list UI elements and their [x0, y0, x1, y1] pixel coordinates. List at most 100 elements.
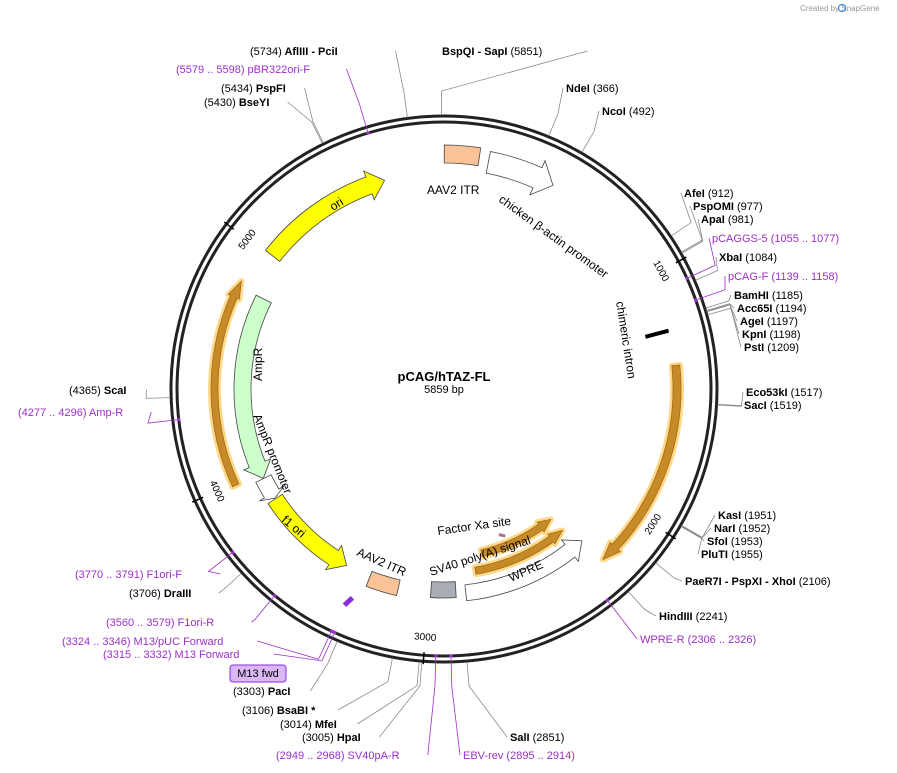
- leader-amp-r: [147, 411, 179, 424]
- tick-3000: [422, 652, 425, 665]
- site-label-afliii-pcii-part-0: (5734): [250, 46, 282, 58]
- site-label-eco53ki-part-0: Eco53kI: [746, 387, 788, 399]
- site-label-hpai: (3005) HpaI: [302, 732, 361, 744]
- site-label-wpre-r: WPRE-R (2306 .. 2326): [640, 634, 756, 646]
- feature-m13-fwd-feature: [342, 595, 355, 608]
- site-label-hpai-part-1: HpaI: [334, 732, 361, 744]
- leader-f1ori-r: [251, 595, 275, 623]
- leader-m13-forward: [273, 632, 336, 662]
- feature-label-chimeric-intron: chimeric intron: [613, 300, 639, 379]
- site-label-xbai-part-1: (1084): [742, 252, 777, 264]
- site-label-afliii-pcii: (5734) AflIII - PciI: [250, 46, 338, 58]
- site-label-pcag-f-part-1: (1139 .. 1158): [768, 271, 838, 283]
- leader-afliii-pcii: [395, 50, 408, 118]
- credit-text: Created by SnapGene: [800, 4, 880, 13]
- leader-xbai: [695, 256, 718, 281]
- site-label-psti-part-0: PstI: [744, 342, 764, 354]
- site-label-afliii-pcii-part-1: AflIII: [282, 46, 308, 58]
- site-label-sfoi-part-1: (1953): [728, 536, 763, 548]
- leader-bseyi: [287, 101, 323, 144]
- leader-bspqi-sapi: [441, 50, 588, 116]
- site-label-pcag-f-part-0: pCAG-F: [728, 271, 769, 283]
- tick-label-4000: 4000: [207, 479, 226, 504]
- site-label-pluti-part-0: PluTI: [701, 549, 728, 561]
- site-label-sali-part-1: (2851): [530, 732, 565, 744]
- feature-ori: [264, 170, 386, 262]
- tick-label-5000: 5000: [237, 227, 259, 252]
- leader-ebv-rev: [450, 655, 461, 756]
- site-label-pluti-part-1: (1955): [728, 549, 763, 561]
- site-label-sv40pa-r-part-0: (2949 .. 2968): [276, 750, 345, 762]
- site-label-agei-part-1: (1197): [764, 316, 798, 328]
- site-label-f1ori-f: (3770 .. 3791) F1ori-F: [75, 569, 182, 581]
- feature-sv40-polya: [430, 581, 457, 599]
- site-label-scai-part-1: ScaI: [101, 385, 127, 397]
- leader-apai: [681, 218, 704, 254]
- site-label-bamhi: BamHI (1185): [734, 290, 803, 302]
- site-label-psti: PstI (1209): [744, 342, 799, 354]
- site-label-m13-forward-part-1: M13 Forward: [172, 649, 240, 661]
- site-label-pbr322ori-f-part-0: (5579 .. 5598) pBR322ori-F: [176, 64, 310, 76]
- primer-mark-f1ori-f: [230, 550, 236, 555]
- site-label-ncoi-part-1: (492): [626, 106, 655, 118]
- site-label-paci-part-0: (3303): [233, 686, 265, 698]
- site-label-paci: (3303) PacI: [233, 686, 290, 698]
- site-label-sv40pa-r-part-1: SV40pA-R: [345, 750, 400, 762]
- plasmid-length: 5859 bp: [424, 384, 464, 396]
- site-label-pspfi-part-1: PspFI: [253, 83, 286, 95]
- plasmid-name: pCAG/hTAZ-FL: [398, 369, 491, 384]
- leader-kpni: [706, 304, 740, 335]
- feature-wpre: [464, 539, 583, 602]
- site-label-saci-part-0: SacI: [744, 400, 767, 412]
- site-label-sfoi-part-0: SfoI: [707, 536, 728, 548]
- leader-hindiii: [628, 591, 657, 617]
- site-label-f1ori-f-part-0: (3770 .. 3791): [75, 569, 144, 581]
- leader-kasi: [681, 514, 716, 538]
- site-label-bspqi-sapi-part-2: (5851): [507, 46, 542, 58]
- site-label-eco53ki: Eco53kI (1517): [746, 387, 822, 399]
- feature-cds-inner-2: [480, 518, 552, 558]
- site-label-ncoi-part-0: NcoI: [602, 106, 626, 118]
- label-leaders: [145, 50, 744, 756]
- site-label-apai-part-0: ApaI: [701, 214, 725, 226]
- m13-fwd-badge-box: [229, 664, 287, 683]
- site-label-kasi-part-0: KasI: [718, 510, 741, 522]
- site-label-draiii-part-0: (3706): [129, 588, 161, 600]
- leader-pluti: [680, 526, 703, 555]
- site-label-saci-part-1: (1519): [767, 400, 802, 412]
- site-label-pspfi-part-0: (5434): [221, 83, 253, 95]
- leader-saci: [717, 404, 743, 407]
- site-label-xbai: XbaI (1084): [719, 252, 777, 264]
- site-label-hindiii-part-1: (2241): [693, 611, 728, 623]
- site-label-hindiii: HindIII (2241): [659, 611, 727, 623]
- feature-cds-htaz: [602, 364, 682, 561]
- site-label-sali-part-0: SalI: [510, 732, 530, 744]
- site-label-agei: AgeI (1197): [740, 316, 798, 328]
- leader-f1ori-f: [207, 552, 234, 575]
- leader-ncoi: [581, 110, 600, 153]
- site-label-f1ori-f-part-1: F1ori-F: [144, 569, 183, 581]
- leader-acc65i: [706, 303, 735, 311]
- site-label-bamhi-part-0: BamHI: [734, 290, 769, 302]
- site-label-kpni-part-1: (1198): [766, 329, 800, 341]
- leader-paci: [310, 641, 338, 692]
- site-label-paer7i-part-3: (2106): [796, 576, 831, 588]
- site-label-xbai-part-0: XbaI: [719, 252, 742, 264]
- site-label-scai-part-0: (4365): [69, 385, 101, 397]
- site-label-wpre-r-part-0: WPRE-R: [640, 634, 685, 646]
- site-label-ebv-rev-part-0: EBV-rev: [463, 750, 504, 762]
- site-label-hindiii-part-0: HindIII: [659, 611, 693, 623]
- feature-label-aav2-itr-right: AAV2 ITR: [355, 545, 409, 579]
- primer-mark-m13-puc-forward: [329, 629, 334, 634]
- site-label-acc65i: Acc65I (1194): [737, 303, 807, 315]
- site-label-eco53ki-part-1: (1517): [788, 387, 823, 399]
- leader-pbr322ori-f: [346, 68, 369, 134]
- site-label-ndei: NdeI (366): [566, 83, 619, 95]
- leader-eco53ki: [717, 391, 744, 407]
- feature-label-ori: ori: [327, 195, 346, 214]
- tick-1000: [675, 256, 687, 264]
- feature-chimeric-intron: [644, 328, 670, 339]
- tick-5000: [223, 221, 235, 230]
- feature-aav2-itr-right: [365, 570, 401, 597]
- site-label-sv40pa-r: (2949 .. 2968) SV40pA-R: [276, 750, 400, 762]
